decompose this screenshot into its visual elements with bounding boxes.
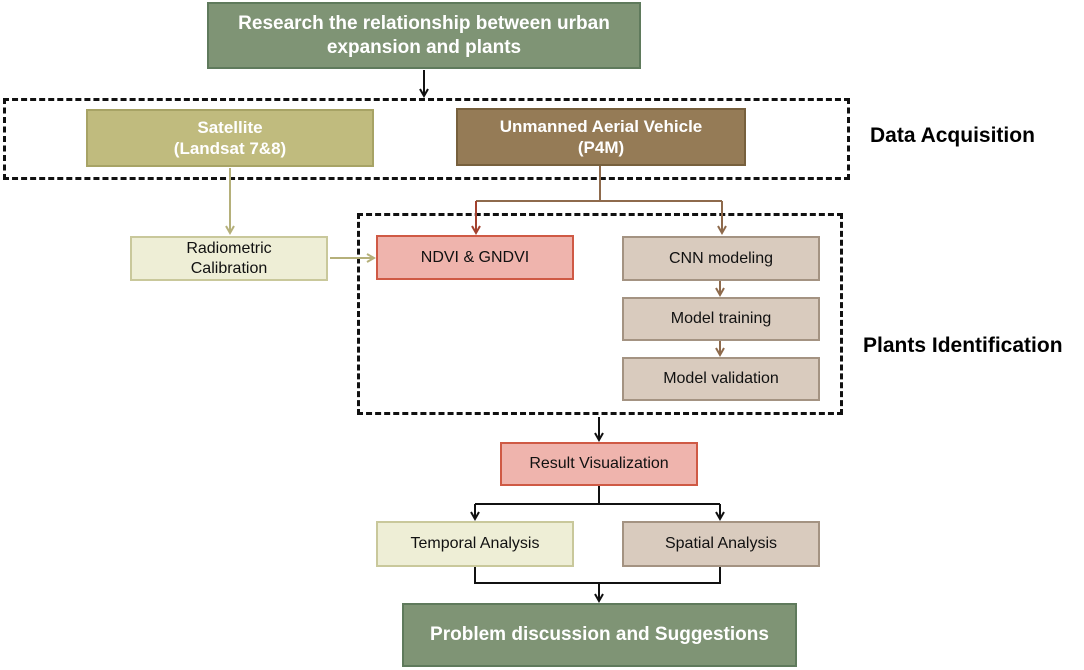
satellite-subtitle: (Landsat 7&8) bbox=[173, 139, 287, 158]
plants-identification-label: Plants Identification bbox=[863, 334, 1063, 357]
uav-title: Unmanned Aerial Vehicle bbox=[499, 116, 703, 136]
radiometric-calibration-box: Radiometric Calibration bbox=[130, 236, 328, 281]
problem-discussion-text: Problem discussion and Suggestions bbox=[430, 624, 769, 646]
plants-identification-frame bbox=[357, 213, 843, 415]
data-acquisition-label: Data Acquisition bbox=[870, 124, 1035, 147]
satellite-box: Satellite (Landsat 7&8) bbox=[86, 109, 374, 167]
uav-subtitle: (P4M) bbox=[577, 138, 625, 157]
result-visualization-box: Result Visualization bbox=[500, 442, 698, 486]
connector-result-split bbox=[475, 486, 600, 505]
uav-box: Unmanned Aerial Vehicle (P4M) bbox=[456, 108, 746, 166]
ndvi-gndvi-text: NDVI & GNDVI bbox=[420, 248, 530, 266]
model-validation-text: Model validation bbox=[663, 370, 779, 387]
satellite-title: Satellite bbox=[197, 117, 263, 137]
model-training-box: Model training bbox=[622, 297, 820, 341]
research-box: Research the relationship between urban … bbox=[207, 2, 641, 69]
radiometric-calibration-text: Radiometric Calibration bbox=[186, 239, 272, 277]
model-training-text: Model training bbox=[670, 310, 772, 327]
temporal-analysis-text: Temporal Analysis bbox=[410, 535, 540, 552]
result-visualization-text: Result Visualization bbox=[529, 455, 669, 472]
problem-discussion-box: Problem discussion and Suggestions bbox=[402, 603, 797, 667]
data-acquisition-frame bbox=[3, 98, 850, 180]
ndvi-gndvi-box: NDVI & GNDVI bbox=[376, 235, 574, 280]
spatial-analysis-text: Spatial Analysis bbox=[664, 535, 778, 552]
cnn-modeling-text: CNN modeling bbox=[668, 249, 774, 267]
research-text: Research the relationship between urban … bbox=[238, 12, 610, 58]
spatial-analysis-box: Spatial Analysis bbox=[622, 521, 820, 567]
temporal-analysis-box: Temporal Analysis bbox=[376, 521, 574, 567]
connector-uav-split bbox=[476, 166, 601, 202]
model-validation-box: Model validation bbox=[622, 357, 820, 401]
connector-temporal-merge bbox=[474, 567, 721, 584]
cnn-modeling-box: CNN modeling bbox=[622, 236, 820, 281]
